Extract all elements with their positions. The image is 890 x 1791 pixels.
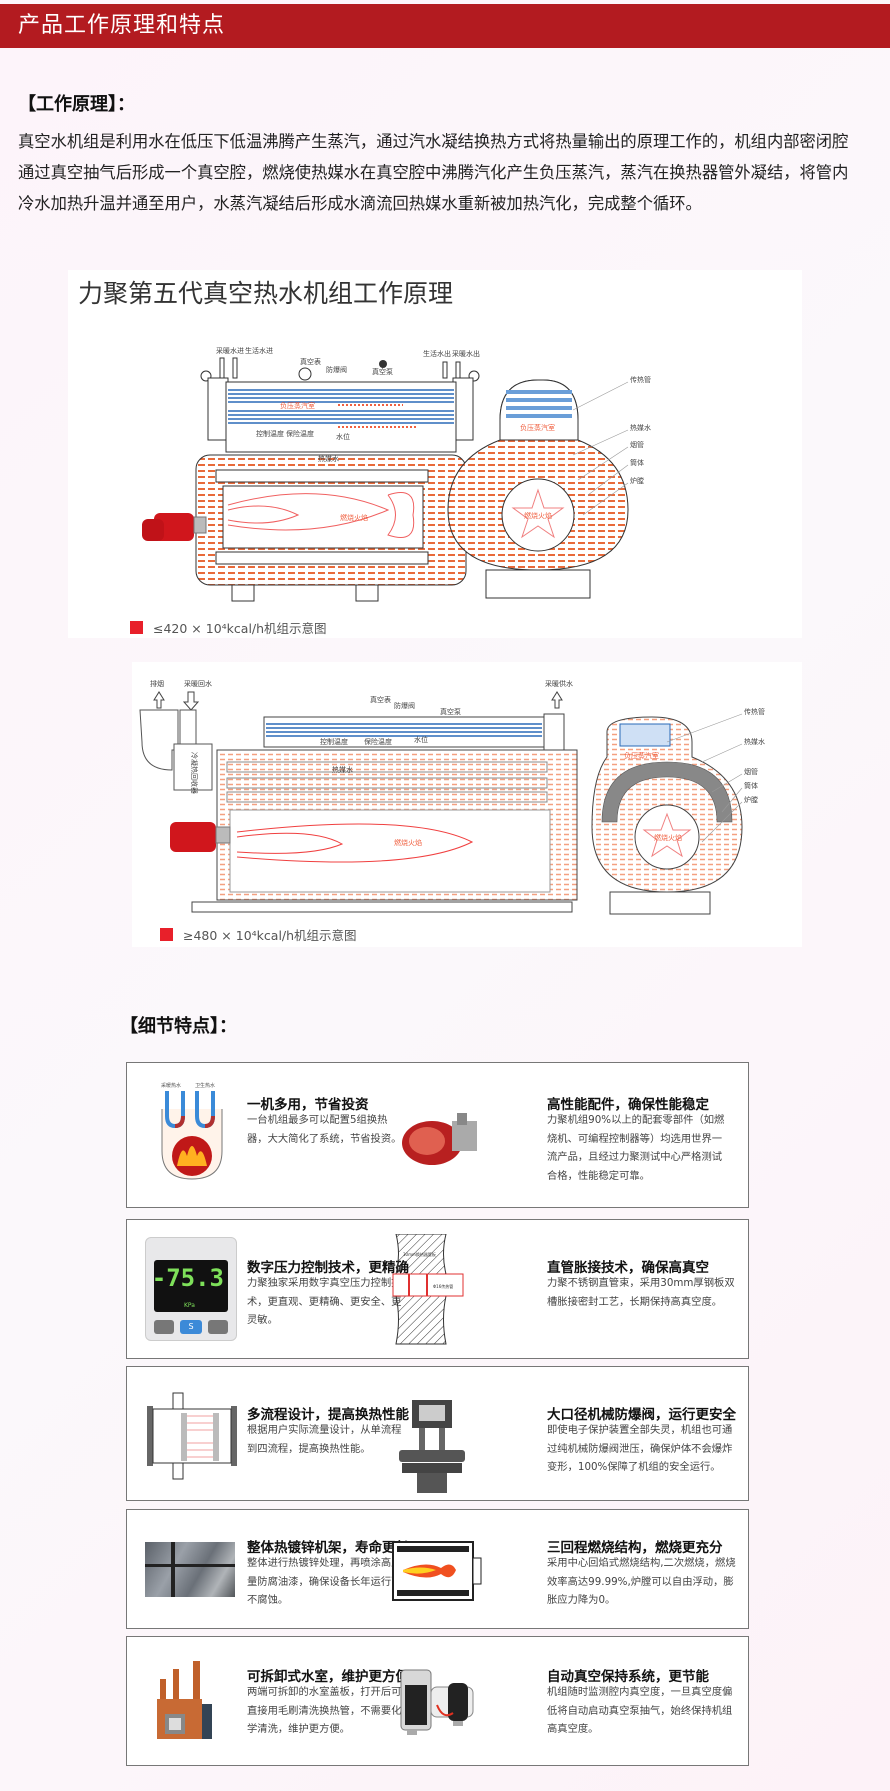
down-button (208, 1320, 228, 1334)
feature-row-3: 多流程设计，提高换热性能 根据用户实际流量设计，从单流程到四流程，提高换热性能。… (126, 1366, 749, 1501)
svg-text:烟管: 烟管 (630, 440, 644, 449)
burner-icon (402, 1113, 477, 1165)
feature-description: 机组随时监测腔内真空度，一旦真空度偏低将自动启动真空泵抽气，始终保持机组高真空度… (547, 1686, 733, 1735)
svg-text:采暖水进: 采暖水进 (216, 346, 244, 355)
svg-text:热媒水: 热媒水 (744, 737, 765, 746)
pressure-controller-icon: -75.3 KPa S (145, 1237, 237, 1341)
feature-title: 数字压力控制技术，更精确 (247, 1260, 409, 1276)
burner-icon (142, 513, 207, 541)
svg-text:炉膛: 炉膛 (630, 476, 644, 485)
svg-text:传热管: 传热管 (744, 707, 765, 716)
feature-title: 大口径机械防爆阀，运行更安全 (547, 1407, 736, 1423)
feature-title: 三回程燃烧结构，燃烧更充分 (547, 1540, 723, 1556)
burner-icon (170, 822, 231, 852)
svg-text:热媒水: 热媒水 (630, 423, 651, 432)
feature-title: 高性能配件，确保性能稳定 (547, 1097, 709, 1113)
display-unit: KPa (184, 1302, 195, 1309)
svg-text:生活水出: 生活水出 (423, 349, 451, 358)
feature-row-2: -75.3 KPa S 数字压力控制技术，更精确 力聚独家采用数字真空压力控制技… (126, 1219, 749, 1359)
svg-text:30mm换热器管板: 30mm换热器管板 (403, 1251, 436, 1257)
feature-title: 自动真空保持系统，更节能 (547, 1669, 709, 1685)
svg-text:防爆阀: 防爆阀 (326, 365, 347, 374)
svg-text:采暖水出: 采暖水出 (452, 349, 480, 358)
principle-heading: 【工作原理】： (18, 94, 135, 115)
legend-swatch (160, 928, 173, 941)
svg-text:真空表: 真空表 (370, 695, 391, 704)
three-pass-combustion-icon (392, 1541, 482, 1601)
svg-text:筒体: 筒体 (630, 458, 644, 467)
svg-text:烟管: 烟管 (744, 767, 758, 776)
svg-text:生活水进: 生活水进 (245, 346, 273, 355)
page-title: 产品工作原理和特点 (18, 13, 226, 38)
svg-text:炉膛: 炉膛 (744, 795, 758, 804)
large-boiler-diagram: 排烟 采暖回水 采暖供水 真空表 防爆阀 真空泵 冷凝热回收器 控制温度 保险温… (139, 679, 765, 915)
svg-text:负压蒸汽室: 负压蒸汽室 (624, 751, 659, 760)
svg-text:燃烧火焰: 燃烧火焰 (340, 513, 368, 522)
removable-water-chamber-icon (157, 1661, 212, 1739)
feature-description: 整体进行热镀锌处理，再喷涂高质量防腐油漆，确保设备长年运行而不腐蚀。 (247, 1557, 402, 1606)
svg-text:排烟: 排烟 (150, 679, 164, 688)
set-button: S (180, 1320, 202, 1334)
svg-text:传热管: 传热管 (630, 375, 651, 384)
svg-text:Φ16传热管: Φ16传热管 (433, 1283, 453, 1289)
svg-text:控制温度: 控制温度 (320, 737, 348, 746)
svg-text:筒体: 筒体 (744, 781, 758, 790)
svg-text:燃烧火焰: 燃烧火焰 (524, 511, 552, 520)
boiler-cross-section-diagram: 采暖水进 生活水进 生活水出 采暖水出 真空表 防爆阀 真空泵 负压蒸汽室 控制… (142, 346, 651, 602)
svg-text:真空泵: 真空泵 (440, 707, 461, 716)
feature-title: 一机多用，节省投资 (247, 1097, 369, 1113)
feature-description: 根据用户实际流量设计，从单流程到四流程，提高换热性能。 (247, 1424, 402, 1455)
feature-row-1: 采暖热水 卫生热水 一机多用，节省投资 一台机组最多可以配置5组换热器，大大简化… (126, 1062, 749, 1208)
svg-text:真空泵: 真空泵 (372, 367, 393, 376)
tube-expansion-icon: 30mm换热器管板 Φ16传热管 (392, 1234, 464, 1345)
diagram-small-unit: 力聚第五代真空热水机组工作原理 采暖水进 生活水进 生活水出 采暖水出 真空表 … (68, 270, 802, 638)
svg-text:采暖回水: 采暖回水 (184, 679, 212, 688)
svg-text:水位: 水位 (414, 735, 428, 744)
diagram-large-unit: 排烟 采暖回水 采暖供水 真空表 防爆阀 真空泵 冷凝热回收器 控制温度 保险温… (132, 662, 802, 947)
feature-description: 力聚机组90%以上的配套零部件（如燃烧机、可编程控制器等）均选用世界一流产品，且… (547, 1114, 725, 1182)
svg-text:采暖热水: 采暖热水 (161, 1082, 181, 1089)
galvanized-frame-icon (145, 1542, 235, 1597)
svg-text:防爆阀: 防爆阀 (394, 701, 415, 710)
legend-swatch (130, 621, 143, 634)
svg-text:燃烧火焰: 燃烧火焰 (394, 838, 422, 847)
diagram1-legend: ≤420 × 10⁴kcal/h机组示意图 (130, 618, 327, 637)
svg-text:冷凝热回收器: 冷凝热回收器 (190, 752, 199, 794)
svg-text:真空表: 真空表 (300, 357, 321, 366)
svg-text:负压蒸汽室: 负压蒸汽室 (280, 401, 315, 410)
principle-body: 真空水机组是利用水在低压下低温沸腾产生蒸汽，通过汽水凝结换热方式将热量输出的原理… (18, 132, 849, 213)
feature-title: 直管胀接技术，确保高真空 (547, 1260, 709, 1276)
explosion-valve-icon (399, 1400, 465, 1493)
details-heading: 【细节特点】： (120, 1016, 237, 1037)
feature-description: 一台机组最多可以配置5组换热器，大大简化了系统，节省投资。 (247, 1114, 402, 1145)
svg-text:保险温度: 保险温度 (286, 429, 314, 438)
feature-row-5: 可拆卸式水室，维护更方便 两端可拆卸的水室盖板，打开后可直接用毛刷清洗换热管，不… (126, 1636, 749, 1766)
svg-text:负压蒸汽室: 负压蒸汽室 (520, 423, 555, 432)
svg-text:热媒水: 热媒水 (332, 765, 353, 774)
feature-title: 可拆卸式水室，维护更方便 (247, 1669, 409, 1685)
svg-text:保险温度: 保险温度 (364, 737, 392, 746)
u-tube-flame-icon: 采暖热水 卫生热水 (161, 1082, 223, 1180)
svg-text:水位: 水位 (336, 432, 350, 441)
feature-description: 采用中心回焰式燃烧结构,二次燃烧，燃烧效率高达99.99%,炉膛可以自由浮动，膨… (547, 1557, 736, 1606)
display-value: -75.3 (151, 1264, 224, 1292)
feature-description: 力聚独家采用数字真空压力控制技术，更直观、更精确、更安全、更灵敏。 (247, 1277, 402, 1326)
diagram-title: 力聚第五代真空热水机组工作原理 (78, 279, 454, 308)
multi-pass-exchanger-icon (147, 1392, 237, 1480)
up-button (154, 1320, 174, 1334)
vacuum-pump-icon (400, 1669, 474, 1735)
feature-title: 整体热镀锌机架，寿命更长 (247, 1540, 409, 1556)
svg-text:热媒水: 热媒水 (318, 454, 339, 463)
feature-description: 两端可拆卸的水室盖板，打开后可直接用毛刷清洗换热管，不需要化学清洗，维护更方便。 (247, 1686, 402, 1735)
svg-text:卫生热水: 卫生热水 (195, 1082, 215, 1089)
svg-text:燃烧火焰: 燃烧火焰 (654, 833, 682, 842)
svg-text:采暖供水: 采暖供水 (545, 679, 573, 688)
svg-text:控制温度: 控制温度 (256, 429, 284, 438)
feature-row-4: 整体热镀锌机架，寿命更长 整体进行热镀锌处理，再喷涂高质量防腐油漆，确保设备长年… (126, 1509, 749, 1629)
feature-description: 力聚不锈钢直管束，采用30mm厚钢板双槽胀接密封工艺，长期保持高真空度。 (547, 1277, 735, 1308)
feature-description: 即使电子保护装置全部失灵，机组也可通过纯机械防爆阀泄压，确保炉体不会爆炸变形，1… (547, 1424, 733, 1473)
diagram2-legend: ≥480 × 10⁴kcal/h机组示意图 (160, 925, 357, 944)
page-header: 产品工作原理和特点 (0, 4, 890, 48)
feature-title: 多流程设计，提高换热性能 (247, 1407, 409, 1423)
